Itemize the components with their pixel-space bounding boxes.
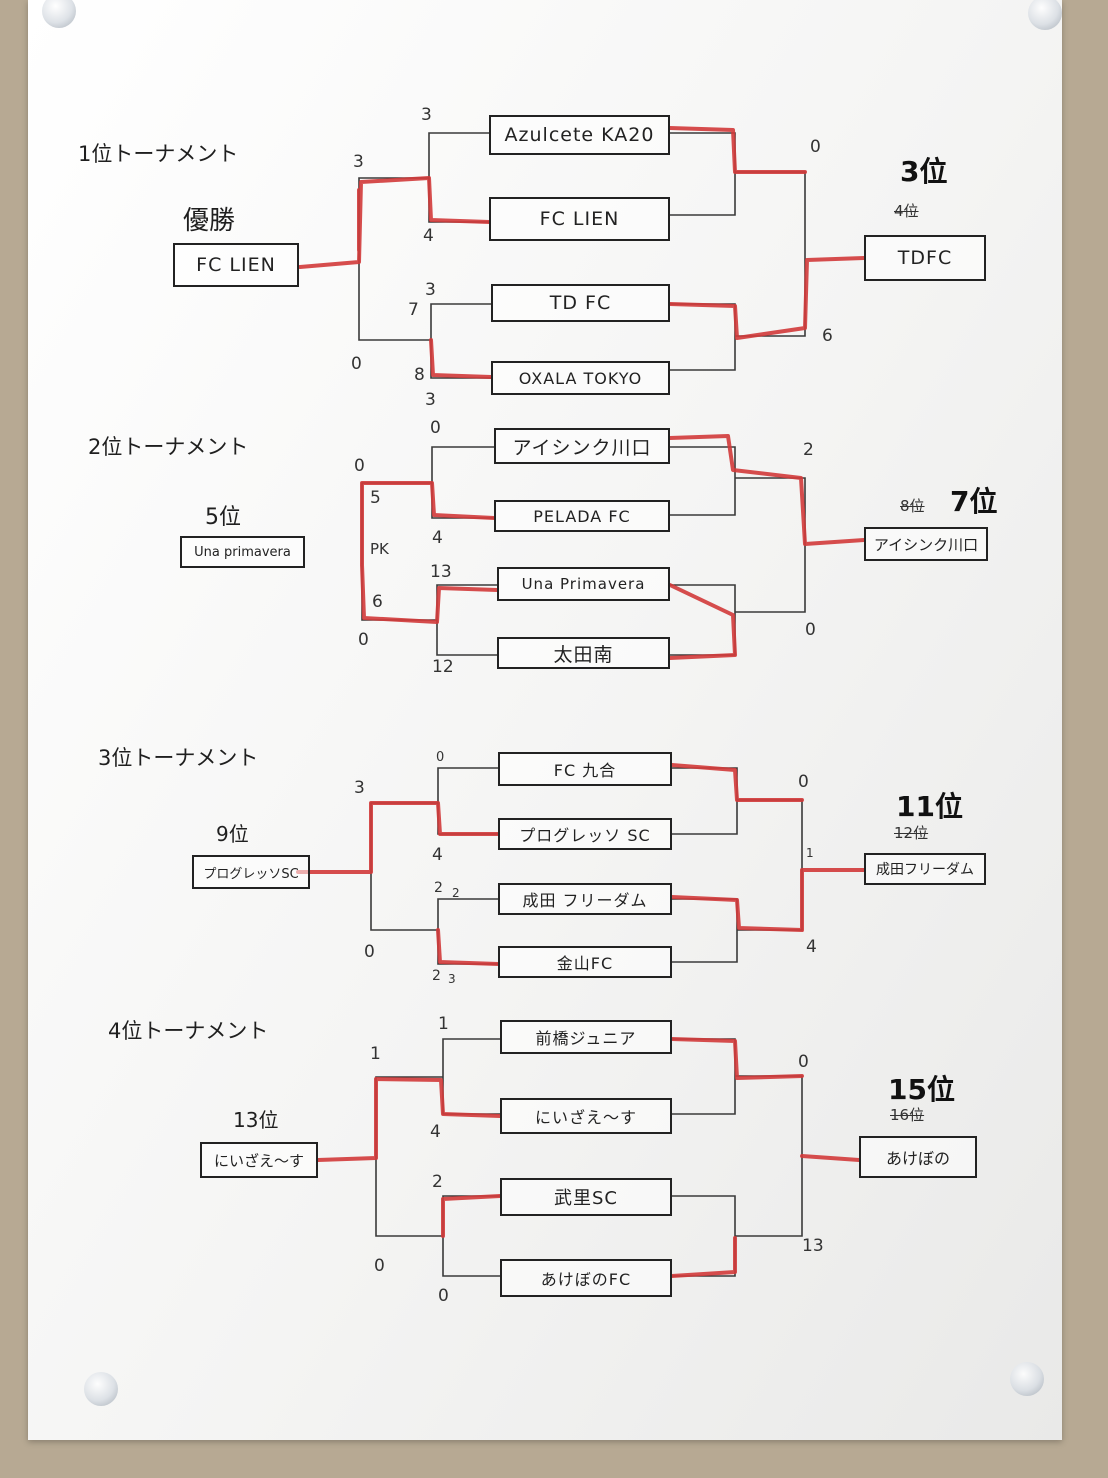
result-team-box: 成田フリーダム xyxy=(864,853,986,885)
score: 0 xyxy=(810,137,821,157)
thumbtack-icon xyxy=(1010,1362,1044,1396)
score: 2 xyxy=(432,968,441,984)
score: 0 xyxy=(354,456,365,476)
team-box: にいざえ〜す xyxy=(500,1098,672,1134)
team-box: OXALA TOKYO xyxy=(491,361,670,395)
struck-placement-label: 8位 xyxy=(900,497,925,515)
thumbtack-icon xyxy=(1028,0,1062,30)
thumbtack-icon xyxy=(42,0,76,28)
score: 12 xyxy=(432,657,454,677)
score: 4 xyxy=(430,1122,441,1142)
team-box: Una Primavera xyxy=(497,567,670,601)
score: 3 xyxy=(353,152,364,172)
team-box: プログレッソ SC xyxy=(498,818,672,850)
score: 4 xyxy=(432,528,443,548)
score: 6 xyxy=(372,592,383,612)
team-box: Azulcete KA20 xyxy=(489,115,670,155)
score: 3 xyxy=(354,778,365,798)
score: 3 xyxy=(425,280,436,300)
struck-placement-label: 12位 xyxy=(894,824,929,842)
score: PK xyxy=(370,540,389,558)
score: 2 xyxy=(434,880,443,896)
team-box: FC LIEN xyxy=(489,197,670,241)
score: 2 xyxy=(803,440,814,460)
tournament-title: 3位トーナメント xyxy=(98,746,259,770)
score: 0 xyxy=(351,354,362,374)
score: 4 xyxy=(806,937,817,957)
score: 1 xyxy=(806,846,814,860)
score: 13 xyxy=(802,1236,824,1256)
placement-label-left: 5位 xyxy=(205,505,241,530)
placement-label: 11位 xyxy=(896,790,963,823)
left-team-box: プログレッソSC xyxy=(192,855,310,889)
result-team-box: TDFC xyxy=(864,235,986,281)
tournament-title: 4位トーナメント xyxy=(108,1019,269,1043)
score: 0 xyxy=(438,1286,449,1306)
struck-placement-label: 4位 xyxy=(894,202,919,220)
score: 2 xyxy=(432,1172,443,1192)
team-box: アイシンク川口 xyxy=(494,428,670,464)
bracket-lines xyxy=(296,126,866,1278)
team-box: あけぼのFC xyxy=(500,1259,672,1297)
score: 4 xyxy=(432,845,443,865)
score: 0 xyxy=(798,1052,809,1072)
score: 3 xyxy=(448,972,456,986)
score: 0 xyxy=(374,1256,385,1276)
team-box: 太田南 xyxy=(497,637,670,669)
score: 0 xyxy=(358,630,369,650)
team-box: 前橋ジュニア xyxy=(500,1020,672,1054)
paper-sheet: 1位トーナメント 優勝 FC LIEN Azulcete KA20 FC LIE… xyxy=(28,0,1062,1440)
team-box: 金山FC xyxy=(498,946,672,978)
winner-team-box: FC LIEN xyxy=(173,243,299,287)
team-box: TD FC xyxy=(491,284,670,322)
placement-label-left: 13位 xyxy=(233,1108,279,1132)
score: 0 xyxy=(436,750,445,765)
thumbtack-icon xyxy=(84,1372,118,1406)
left-team-box: Una primavera xyxy=(180,536,305,568)
score: 1 xyxy=(370,1044,381,1064)
team-box: 成田 フリーダム xyxy=(498,883,672,915)
score: 0 xyxy=(805,620,816,640)
team-box: FC 九合 xyxy=(498,752,672,786)
score: 3 xyxy=(425,390,436,410)
result-team-box: あけぼの xyxy=(859,1136,977,1178)
score: 5 xyxy=(370,488,381,508)
tournament-title: 2位トーナメント xyxy=(88,435,249,459)
team-box: PELADA FC xyxy=(494,500,670,532)
score: 7 xyxy=(408,300,419,320)
score: 13 xyxy=(430,562,452,582)
score: 0 xyxy=(798,772,809,792)
score: 4 xyxy=(423,226,434,246)
placement-label: 3位 xyxy=(900,155,948,188)
left-team-box: にいざえ〜す xyxy=(200,1142,318,1178)
team-box: 武里SC xyxy=(500,1178,672,1216)
score: 6 xyxy=(822,326,833,346)
tournament-title: 1位トーナメント xyxy=(78,142,239,166)
score: 0 xyxy=(430,418,441,438)
placement-label-left: 9位 xyxy=(216,822,249,846)
winner-label: 優勝 xyxy=(183,206,236,236)
placement-label: 15位 xyxy=(888,1073,955,1106)
score: 8 xyxy=(414,365,425,385)
struck-placement-label: 16位 xyxy=(890,1106,925,1124)
score: 2 xyxy=(452,886,460,900)
score: 1 xyxy=(438,1014,449,1034)
result-team-box: アイシンク川口 xyxy=(864,527,988,561)
score: 0 xyxy=(364,942,375,962)
score: 3 xyxy=(421,105,432,125)
placement-label: 7位 xyxy=(950,485,998,518)
